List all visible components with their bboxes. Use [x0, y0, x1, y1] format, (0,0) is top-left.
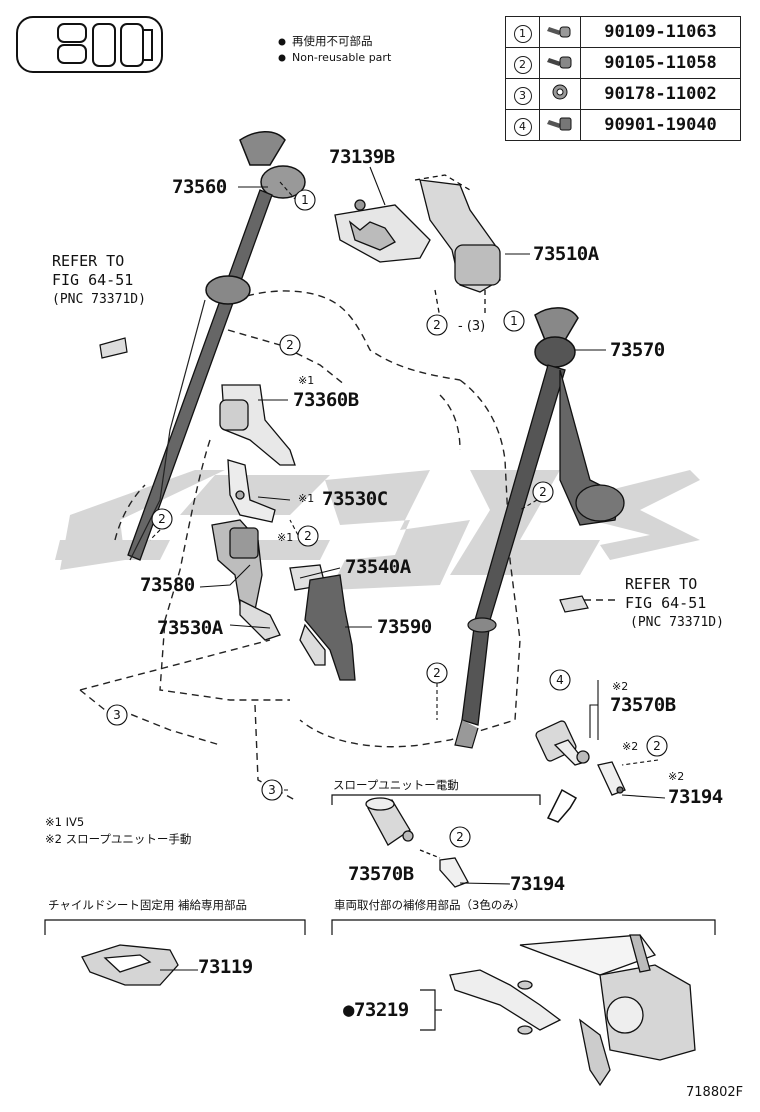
svg-text:2: 2 [158, 512, 166, 526]
part-label-73590[interactable]: 73590 [377, 616, 432, 638]
bracket-73530C [227, 459, 276, 523]
bullet-icon [278, 54, 286, 62]
refer-note-left: REFER TO FIG 64-51 (PNC 73371D) [52, 252, 146, 309]
part-label-73139B[interactable]: 73139B [329, 146, 395, 168]
svg-text:2: 2 [539, 485, 547, 499]
part-label-73530A[interactable]: 73530A [157, 617, 223, 639]
section-title-child-seat: チャイルドシート固定用 補給専用部品 [48, 898, 248, 912]
buckle-73570B [535, 720, 590, 766]
part-label-73360B[interactable]: 73360B [293, 389, 359, 411]
part-label-73194-electric[interactable]: 73194 [510, 873, 565, 895]
refer-line: (PNC 73371D) [630, 615, 724, 630]
callout-circles: 1 2 2 1 2 2 2 2 4 3 2 3 2 [106, 189, 668, 848]
bolt-row: 2 90105-11058 [505, 47, 741, 79]
seat-outline-dashed [79, 290, 620, 801]
vehicle-layout-icon [16, 16, 163, 73]
part-label-73560[interactable]: 73560 [172, 176, 227, 198]
mark-73194: ※2 [668, 770, 685, 783]
svg-text:2: 2 [433, 318, 441, 332]
bracket-73139B [334, 199, 431, 263]
bolt-part-number: 90901-19040 [580, 109, 741, 141]
part-label-73570B[interactable]: 73570B [610, 694, 676, 716]
refer-line: FIG 64-51 [625, 594, 707, 612]
bolt-row: 3 90178-11002 [505, 78, 741, 110]
legend-non-reusable-ja: 再使用不可部品 [292, 34, 373, 48]
buckle-73580 [211, 519, 281, 641]
mark-73530C: ※1 [298, 492, 315, 505]
svg-text:1: 1 [510, 314, 518, 328]
svg-text:2: 2 [433, 666, 441, 680]
refer-line: (PNC 73371D) [52, 292, 146, 307]
buckle-73360B [219, 384, 296, 466]
svg-text:1: 1 [301, 193, 309, 207]
buckle-73590 [289, 564, 356, 681]
leader-lines [115, 166, 666, 971]
svg-text:2: 2 [456, 830, 464, 844]
anchor-73119 [81, 944, 179, 986]
svg-text:2: 2 [304, 529, 312, 543]
note-1: ※1 IV5 [45, 815, 85, 829]
part-label-73510A[interactable]: 73510A [533, 243, 599, 265]
bolt-number: 3 [513, 86, 532, 105]
part-label-73219[interactable]: ●73219 [343, 999, 409, 1021]
legend-non-reusable-en: Non-reusable part [292, 51, 392, 64]
part-label-73530C[interactable]: 73530C [322, 488, 388, 510]
seat-belt-73560 [127, 131, 306, 561]
section-title-slope-electric: スロープユニットー電動 [333, 778, 459, 792]
mark-circle-2-right: ※2 [622, 740, 639, 753]
seat-belt-73570 [454, 307, 625, 749]
section-bracket-repair [331, 919, 716, 1031]
mark-73570B: ※2 [612, 680, 629, 693]
figure-id: 718802F [686, 1085, 744, 1100]
refer-note-right: REFER TO FIG 64-51 (PNC 73371D) [625, 575, 724, 632]
arrow-up-icon [546, 788, 578, 823]
bolt-icon [547, 26, 571, 38]
nut-icon [552, 84, 568, 100]
anchor-73194-electric [419, 849, 469, 888]
retractor-73510A [414, 174, 501, 319]
part-label-73540A[interactable]: 73540A [345, 556, 411, 578]
svg-text:2: 2 [286, 338, 294, 352]
svg-text:3: 3 [113, 708, 121, 722]
bolt-part-number: 90178-11002 [580, 78, 741, 110]
section-bracket-child-seat [44, 919, 306, 935]
bolt-icon [547, 117, 572, 131]
bolt-icon [547, 56, 572, 69]
callout-2-3-suffix: - (3) [458, 319, 486, 334]
mark-73360B: ※1 [298, 374, 315, 387]
mark-circle-2-mid: ※1 [277, 531, 294, 544]
anchor-assembly-73219 [449, 934, 696, 1087]
note-2: ※2 スロープユニットー手動 [45, 832, 192, 846]
part-label-73570B-electric[interactable]: 73570B [348, 863, 414, 885]
clip-part-left [99, 337, 128, 359]
bolt-number: 2 [513, 55, 532, 74]
part-label-73580[interactable]: 73580 [140, 574, 195, 596]
part-label-73194[interactable]: 73194 [668, 786, 723, 808]
bolt-number: 4 [513, 117, 532, 136]
refer-line: REFER TO [625, 575, 698, 593]
part-label-73119[interactable]: 73119 [198, 956, 253, 978]
anchor-73194 [597, 761, 626, 796]
bullet-icon [278, 38, 286, 46]
bolt-part-number: 90105-11058 [580, 47, 741, 79]
buckle-73570B-electric [365, 797, 414, 846]
bolt-table: 1 90109-11063 2 90105-11058 3 90178-1100… [505, 16, 741, 141]
svg-text:4: 4 [556, 673, 564, 687]
section-title-repair: 車両取付部の補修用部品（3色のみ） [334, 898, 526, 912]
bolt-row: 1 90109-11063 [505, 16, 741, 48]
bolt-number: 1 [513, 24, 532, 43]
bolt-row: 4 90901-19040 [505, 109, 741, 141]
section-bracket-electric [331, 794, 541, 805]
refer-line: FIG 64-51 [52, 271, 134, 289]
refer-line: REFER TO [52, 252, 125, 270]
clip-part-right [559, 595, 589, 613]
svg-text:2: 2 [653, 739, 661, 753]
bolt-part-number: 90109-11063 [580, 16, 741, 48]
part-label-73570[interactable]: 73570 [610, 339, 665, 361]
svg-text:3: 3 [268, 783, 276, 797]
